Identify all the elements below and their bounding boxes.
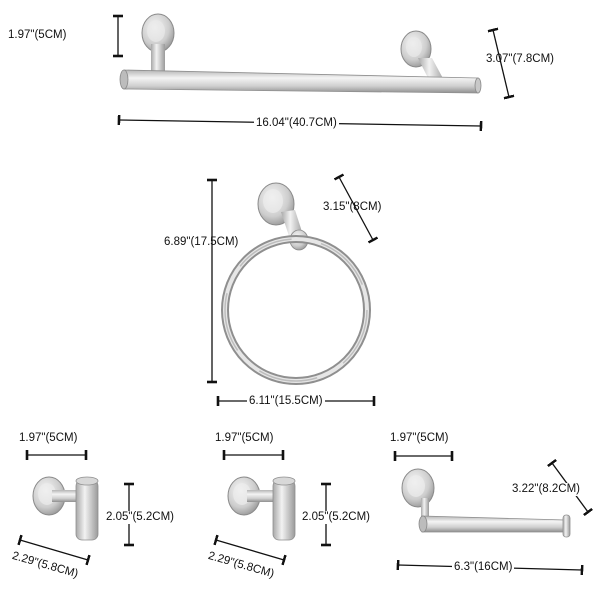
towel-ring-projection-dim-line (333, 173, 379, 244)
robe-hook-2 (213, 449, 332, 566)
towel-ring-projection-label: 3.15"(8CM) (323, 201, 382, 213)
robe-hook-1 (17, 449, 135, 566)
towel-bar-projection-dim-line (487, 27, 515, 100)
robe-hook-2-depth-dim-line (213, 534, 287, 566)
towel-ring (206, 173, 379, 407)
towel-bar (112, 13, 515, 132)
toilet-paper-holder (393, 450, 593, 576)
towel-ring-width-label: 6.11"(15.5CM) (247, 395, 325, 408)
paper-holder-length-label: 6.3"(16CM) (452, 561, 515, 574)
paper-holder-projection-label: 3.22"(8.2CM) (510, 483, 582, 496)
towel-bar-left-post (141, 13, 175, 74)
towel-ring-height-label: 6.89"(17.5CM) (164, 236, 239, 248)
towel-bar-post-height-label: 1.97"(5CM) (8, 29, 67, 41)
robe-hook-2-base-label: 1.97"(5CM) (215, 432, 274, 444)
robe-hook-2-height-label: 2.05"(5.2CM) (300, 511, 372, 524)
towel-bar-projection-label: 3.07"(7.8CM) (486, 53, 554, 65)
towel-bar-length-label: 16.04"(40.7CM) (254, 117, 339, 130)
paper-holder-base-label: 1.97"(5CM) (390, 432, 449, 444)
robe-hook-1-base-label: 1.97"(5CM) (19, 432, 78, 444)
towel-bar-rod (119, 69, 482, 94)
robe-hook-1-depth-dim-line (17, 534, 91, 566)
robe-hook-1-height-label: 2.05"(5.2CM) (104, 511, 176, 524)
